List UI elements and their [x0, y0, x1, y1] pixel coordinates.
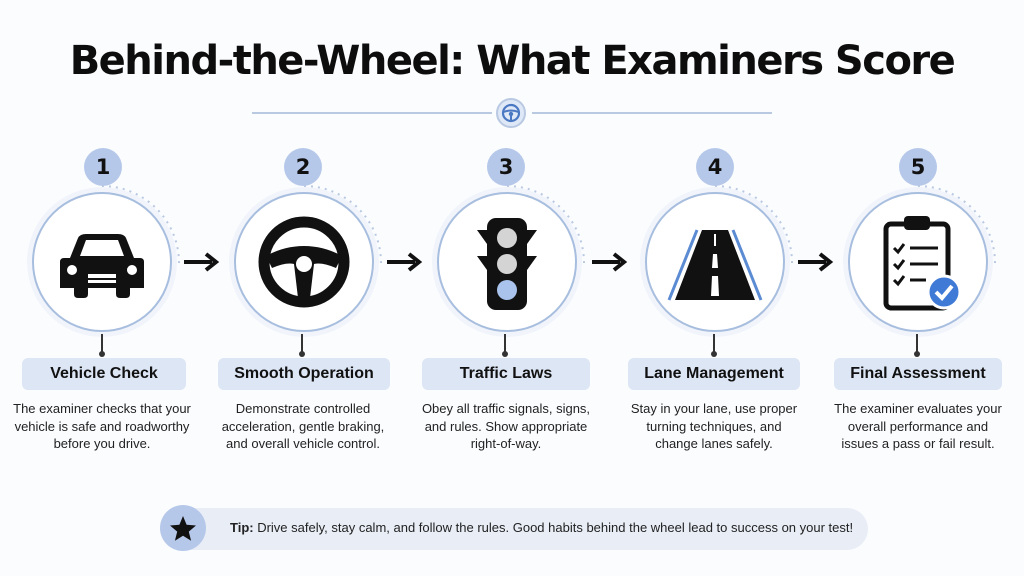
arrow-right-icon — [184, 252, 220, 272]
step-description: Stay in your lane, use proper turning te… — [630, 401, 798, 451]
tip-message: Drive safely, stay calm, and follow the … — [253, 520, 854, 535]
tip-banner — [160, 508, 868, 550]
step-description: The examiner checks that your vehicle is… — [13, 401, 191, 451]
connector-line — [916, 334, 918, 354]
step-label: Smooth Operation — [218, 358, 390, 390]
progress-arc — [506, 185, 585, 264]
car-icon — [32, 192, 172, 332]
connector-dot — [299, 351, 305, 357]
arrow-right-icon — [592, 252, 628, 272]
progress-arc — [917, 185, 996, 264]
progress-arc — [714, 185, 793, 264]
arrow-right-icon — [798, 252, 834, 272]
step-label: Lane Management — [628, 358, 800, 390]
step-label: Final Assessment — [834, 358, 1002, 390]
step-label: Vehicle Check — [22, 358, 186, 390]
step-number-badge: 1 — [84, 148, 122, 186]
step-number-badge: 2 — [284, 148, 322, 186]
connector-dot — [502, 351, 508, 357]
traffic-light-icon — [437, 192, 577, 332]
progress-arc — [303, 185, 382, 264]
step-description: The examiner evaluates your overall perf… — [834, 401, 1002, 451]
step-label: Traffic Laws — [422, 358, 590, 390]
connector-dot — [914, 351, 920, 357]
progress-arc — [101, 185, 180, 264]
tip-label: Tip: — [230, 520, 254, 535]
steering-wheel-icon — [496, 98, 526, 128]
title-divider-right — [532, 112, 772, 114]
road-icon — [645, 192, 785, 332]
step-description: Obey all traffic signals, signs, and rul… — [421, 401, 591, 451]
connector-line — [504, 334, 506, 354]
star-icon — [160, 505, 206, 551]
title-divider-left — [252, 112, 492, 114]
connector-line — [713, 334, 715, 354]
connector-dot — [99, 351, 105, 357]
clipboard-checklist-icon — [848, 192, 988, 332]
step-number-badge: 4 — [696, 148, 734, 186]
arrow-right-icon — [387, 252, 423, 272]
step-number-badge: 5 — [899, 148, 937, 186]
tip-text: Tip: Drive safely, stay calm, and follow… — [230, 520, 853, 535]
step-number-badge: 3 — [487, 148, 525, 186]
connector-line — [101, 334, 103, 354]
connector-line — [301, 334, 303, 354]
page-title: Behind-the-Wheel: What Examiners Score — [69, 38, 956, 84]
connector-dot — [711, 351, 717, 357]
step-description: Demonstrate controlled acceleration, gen… — [221, 401, 385, 451]
steering-wheel-icon — [234, 192, 374, 332]
